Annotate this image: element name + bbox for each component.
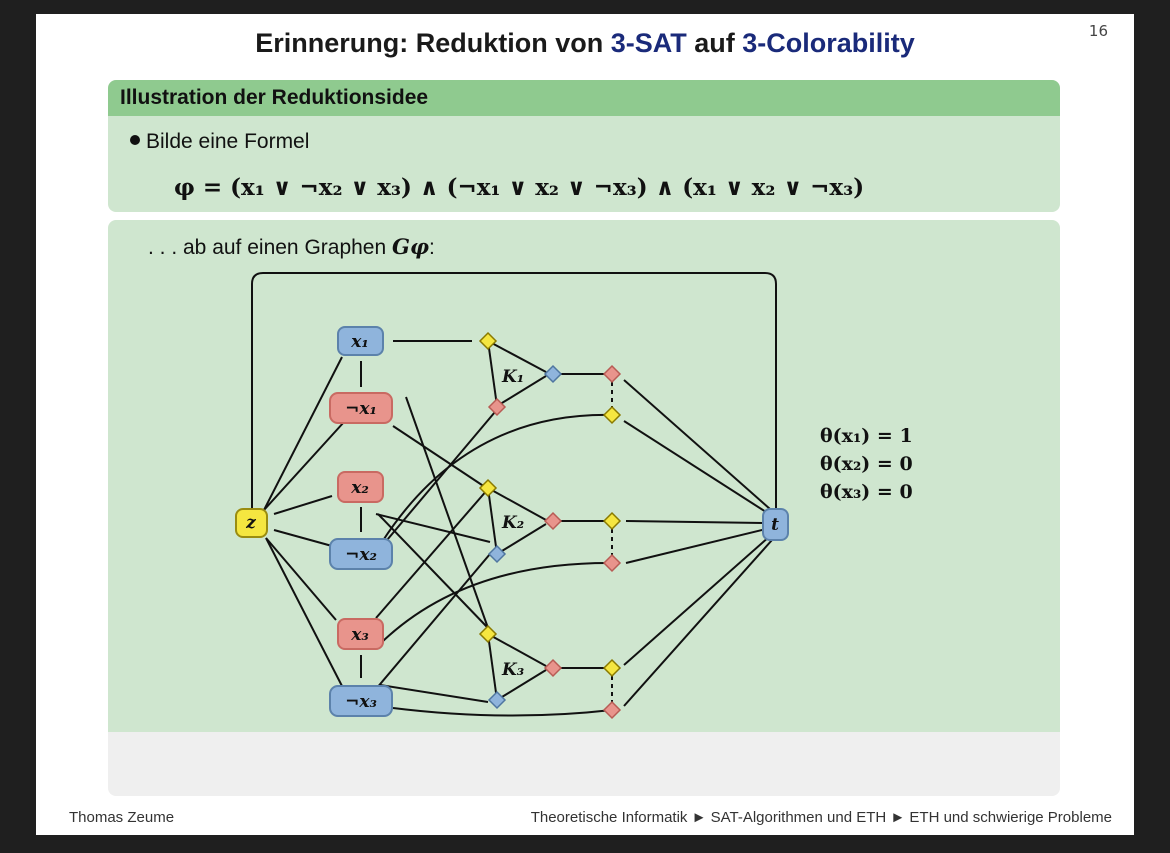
node-t: t: [771, 515, 779, 535]
k2-in-yellow: [478, 478, 498, 498]
edge-z-x3: [265, 537, 337, 621]
title-prefix: Erinnerung: Reduktion von: [255, 28, 611, 58]
k1-edge-a: [487, 340, 498, 407]
reduction-graph: x₁ ¬x₁ x₂ ¬x₂ x₃ ¬x₃ z t: [235, 272, 913, 720]
k3-mid-red: [543, 658, 563, 678]
edge-x3-k1: [375, 488, 489, 619]
bullet-text: Bilde eine Formel: [146, 130, 310, 153]
title-term-3col: 3-Colorability: [742, 28, 915, 58]
node-nx2-box: [329, 538, 393, 570]
edge-k2a-t: [625, 520, 767, 524]
node-nx2: ¬x₂: [345, 545, 377, 565]
k1-out-yellow: [602, 405, 622, 425]
edge-nx3-k3out: [392, 707, 613, 717]
edge-x2-k2: [375, 513, 491, 543]
node-x2-box: [337, 471, 384, 503]
edge-k3a-t: [623, 535, 771, 666]
edge-x3-k2out: [381, 561, 613, 643]
edge-z-x1: [263, 356, 343, 511]
k1-edge-c: [496, 375, 547, 407]
graph-edges: [251, 272, 777, 717]
clause-label-k2: K₂: [501, 513, 524, 533]
edge-nx3-k2: [375, 553, 491, 690]
node-x3: x₃: [350, 625, 369, 645]
gadget-nodes: [478, 331, 622, 720]
k3-edge-b: [487, 633, 547, 667]
slide-title: Erinnerung: Reduktion von 3-SAT auf 3-Co…: [36, 28, 1134, 59]
edge-z-x2: [273, 495, 333, 515]
edge-z-t: [251, 272, 777, 514]
k3-edge-a: [487, 633, 498, 701]
assignment-x3: θ(x₃) = 0: [820, 481, 913, 503]
block-body: Bilde eine Formel φ = (x₁ ∨ ¬x₂ ∨ x₃) ∧ …: [108, 116, 1060, 212]
edge-nx3-k3: [379, 684, 489, 703]
empty-area: [108, 732, 1060, 796]
footer-breadcrumb[interactable]: Theoretische Informatik ► SAT-Algorithme…: [530, 809, 1112, 826]
node-x1-box: [337, 326, 384, 356]
graph-block: . . . ab auf einen Graphen Gφ:: [108, 220, 1060, 732]
node-x3-box: [337, 618, 384, 650]
k1-mid-blue: [543, 364, 563, 384]
k1-out-red: [602, 364, 622, 384]
bullet-item: Bilde eine Formel: [130, 130, 309, 154]
edge-k2b-t: [625, 528, 767, 564]
node-nx3-box: [329, 685, 393, 717]
graph-intro: . . . ab auf einen Graphen Gφ:: [148, 234, 435, 260]
edge-k1b-t: [623, 420, 767, 513]
edge-z-nx1: [263, 421, 345, 511]
k2-in-blue: [487, 544, 507, 564]
k2-edge-b: [487, 487, 547, 521]
k2-out-yellow: [602, 511, 622, 531]
page-number: 16: [1088, 22, 1108, 40]
footer-author: Thomas Zeume: [69, 809, 175, 826]
block-title: Illustration der Reduktionsidee: [120, 86, 429, 109]
node-x1: x₁: [350, 332, 369, 352]
k2-mid-red: [543, 511, 563, 531]
k3-in-blue: [487, 690, 507, 710]
assignment-x1: θ(x₁) = 1: [820, 425, 913, 447]
k2-edge-c: [496, 523, 547, 555]
title-middle: auf: [686, 28, 743, 58]
clause-label-k3: K₃: [501, 660, 524, 680]
edge-z-nx2: [273, 529, 333, 547]
node-t-box: [762, 508, 789, 541]
k1-in-red: [487, 397, 507, 417]
edge-nx1-k2: [392, 425, 489, 490]
edge-nx1-k3: [405, 396, 489, 629]
edge-nx2-k1out: [381, 413, 613, 543]
node-nx3: ¬x₃: [345, 692, 377, 712]
edge-x2-k3: [377, 513, 489, 629]
k3-out-yellow: [602, 658, 622, 678]
k1-edge-b: [487, 340, 547, 373]
edge-k3b-t: [623, 539, 773, 707]
node-z: z: [245, 513, 256, 533]
node-z-box: [235, 508, 268, 538]
node-nx1: ¬x₁: [345, 399, 377, 419]
graph-symbol: Gφ: [392, 234, 429, 259]
assignment-x2: θ(x₂) = 0: [820, 453, 913, 475]
formula: φ = (x₁ ∨ ¬x₂ ∨ x₃) ∧ (¬x₁ ∨ x₂ ∨ ¬x₃) ∧…: [174, 174, 865, 201]
graph-intro-suffix: :: [428, 236, 435, 259]
clause-label-k1: K₁: [501, 367, 524, 387]
title-term-3sat: 3-SAT: [610, 28, 687, 58]
bullet-dot: [130, 135, 140, 146]
node-nx1-box: [329, 392, 393, 424]
edge-k1a-t: [623, 379, 771, 510]
k3-out-red: [602, 700, 622, 720]
node-x2: x₂: [350, 478, 369, 498]
k2-out-red: [602, 553, 622, 573]
k2-edge-a: [487, 487, 498, 555]
block-header: Illustration der Reduktionsidee: [108, 80, 1060, 116]
k3-in-yellow: [478, 624, 498, 644]
slide: 16 Erinnerung: Reduktion von 3-SAT auf 3…: [36, 14, 1134, 835]
graph-intro-text: . . . ab auf einen Graphen: [148, 236, 393, 259]
edge-z-nx3: [265, 537, 343, 687]
edge-nx2-k1: [381, 405, 501, 547]
k1-in-yellow: [478, 331, 498, 351]
k3-edge-c: [496, 669, 547, 701]
